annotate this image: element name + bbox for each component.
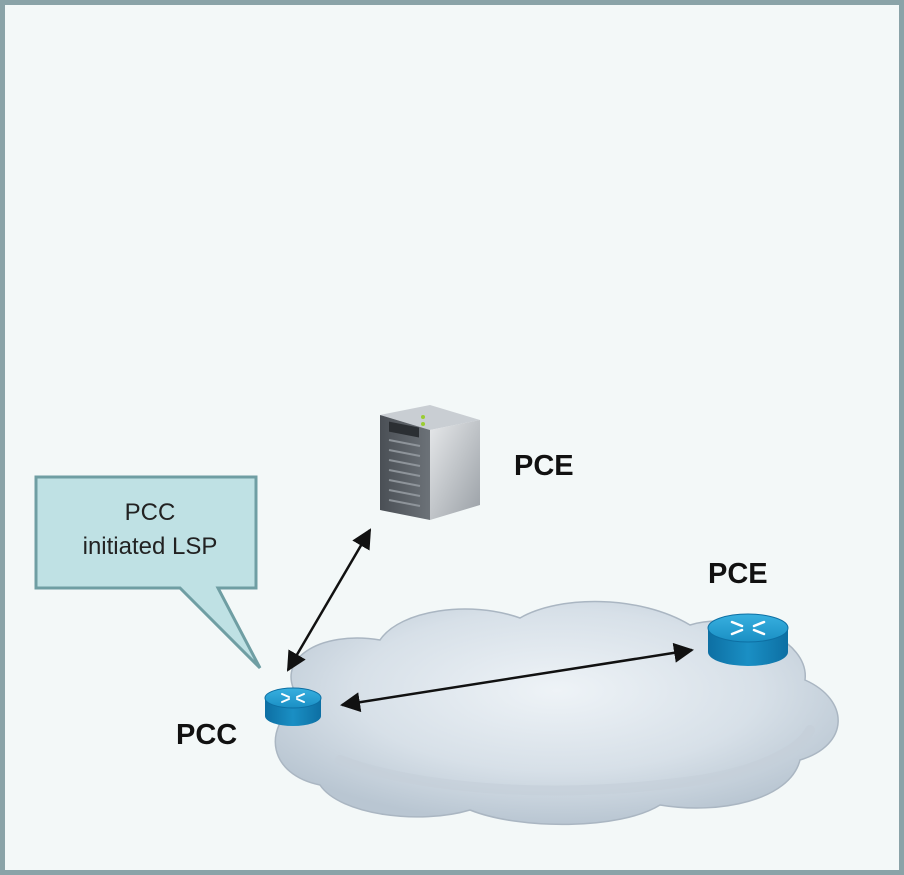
server-icon bbox=[380, 405, 480, 520]
router-icon bbox=[707, 613, 789, 666]
pcc-pce-session-arrow bbox=[286, 528, 372, 672]
callout-text: PCC initiated LSP bbox=[50, 496, 250, 564]
router-icon bbox=[264, 687, 322, 726]
callout-line-1: PCC bbox=[124, 499, 176, 526]
server-pce-label: PCE bbox=[514, 450, 574, 482]
pcc-label: PCC bbox=[176, 719, 238, 751]
callout-line-2: initiated LSP bbox=[82, 533, 218, 560]
pcc-router-lsp-arrow bbox=[340, 642, 694, 713]
router-pce-label: PCE bbox=[708, 558, 768, 590]
callout-bubble bbox=[34, 475, 262, 670]
